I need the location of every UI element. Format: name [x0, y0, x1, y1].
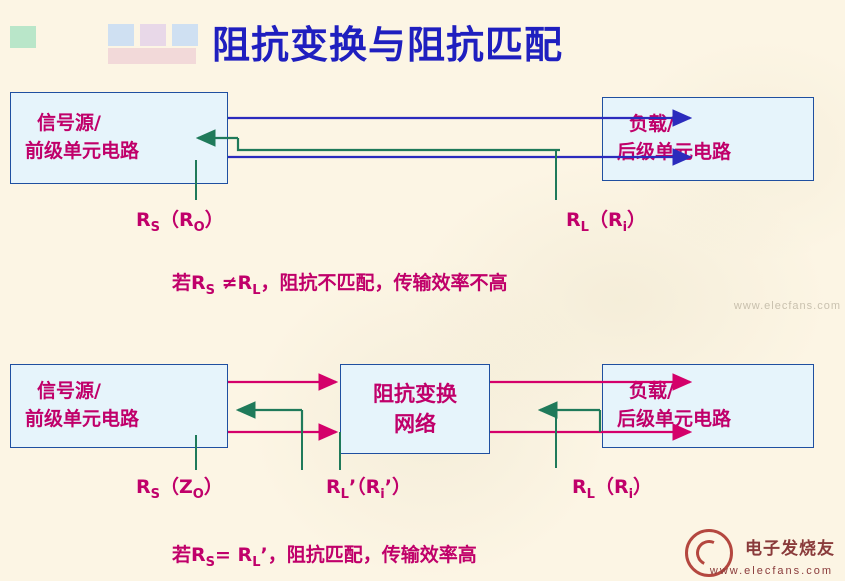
- bottom-load-line2: 后级单元电路: [617, 408, 732, 430]
- top-rs-label: RS（RO）: [136, 205, 224, 235]
- top-rl-label: RL（Ri）: [566, 205, 646, 235]
- bottom-source-box: 信号源/ 前级单元电路: [10, 364, 228, 448]
- top-source-line2: 前级单元电路: [25, 140, 140, 162]
- bottom-rl-paren: （R: [594, 476, 629, 498]
- bottom-rs-main: R: [136, 476, 151, 498]
- bottom-rs-paren: （Z: [160, 476, 193, 498]
- network-line2: 网络: [394, 412, 436, 436]
- bottom-rl-sub: L: [586, 486, 595, 502]
- bottom-caption-mid-sub: L: [252, 554, 261, 570]
- top-caption-mid: ≠R: [215, 272, 253, 294]
- top-caption-pre-sub: S: [205, 282, 216, 298]
- bottom-rl-main: R: [572, 476, 587, 498]
- logo-block-green: [10, 26, 36, 48]
- watermark-brand: 电子发烧友: [745, 539, 835, 559]
- bottom-mid-prime: ’（R: [348, 476, 381, 498]
- top-rl-paren-sub: i: [622, 219, 628, 235]
- logo-block-blue-2: [172, 24, 198, 46]
- top-rs-paren-sub: O: [193, 219, 205, 235]
- impedance-network-box: 阻抗变换 网络: [340, 364, 490, 454]
- bottom-caption-post: ’，阻抗匹配，传输效率高: [260, 544, 477, 566]
- top-rl-close: ）: [627, 209, 647, 231]
- logo-block-blue-1: [108, 24, 134, 46]
- watermark-side-text: www.elecfans.com: [733, 300, 841, 312]
- bottom-mid-close: ’）: [384, 476, 411, 498]
- watermark-logo-icon: [685, 529, 733, 577]
- top-caption: 若RS ≠RL，阻抗不匹配，传输效率不高: [172, 268, 508, 298]
- top-rs-sub: S: [150, 219, 161, 235]
- top-caption-mid-sub: L: [252, 282, 261, 298]
- top-rl-sub: L: [580, 219, 589, 235]
- logo-block-purple: [140, 24, 166, 46]
- bottom-load-line1: 负载/: [629, 380, 674, 403]
- bottom-source-line2: 前级单元电路: [25, 408, 140, 430]
- top-load-box: 负载/ 后级单元电路: [602, 97, 814, 181]
- top-rs-main: R: [136, 209, 151, 231]
- top-load-line2: 后级单元电路: [617, 141, 732, 163]
- bottom-source-line1: 信号源/: [37, 380, 101, 403]
- bottom-load-box: 负载/ 后级单元电路: [602, 364, 814, 448]
- bottom-rl-close: ）: [633, 476, 653, 498]
- bottom-mid-main: R: [326, 476, 341, 498]
- bottom-caption: 若RS= RL’，阻抗匹配，传输效率高: [172, 540, 477, 570]
- top-rl-paren: （R: [588, 209, 623, 231]
- network-line1: 阻抗变换: [373, 381, 457, 406]
- top-load-line1: 负载/: [629, 113, 674, 136]
- top-caption-post: ，阻抗不匹配，传输效率不高: [260, 272, 508, 294]
- bottom-rl-paren-sub: i: [628, 486, 634, 502]
- bottom-rs-sub: S: [150, 486, 161, 502]
- top-source-box: 信号源/ 前级单元电路: [10, 92, 228, 184]
- bottom-rl-label: RL（Ri）: [572, 472, 652, 502]
- bottom-mid-paren-sub: i: [380, 486, 385, 502]
- bottom-caption-mid: = R: [215, 544, 253, 566]
- top-source-line1: 信号源/: [37, 112, 101, 135]
- bottom-caption-pre-sub: S: [205, 554, 216, 570]
- bottom-mid-sub: L: [340, 486, 349, 502]
- top-rl-main: R: [566, 209, 581, 231]
- bottom-mid-label: RL’（Ri’）: [326, 472, 411, 502]
- watermark-url: www.elecfans.com: [709, 565, 833, 577]
- top-rs-paren: （R: [160, 209, 194, 231]
- bottom-rs-close: ）: [203, 476, 223, 498]
- bottom-rs-label: RS（ZO）: [136, 472, 223, 502]
- page-title: 阻抗变换与阻抗匹配: [212, 23, 564, 67]
- bottom-caption-pre: 若R: [172, 544, 206, 566]
- logo-block-pink: [108, 48, 196, 64]
- bottom-rs-paren-sub: O: [192, 486, 204, 502]
- top-rs-close: ）: [204, 209, 224, 231]
- top-caption-pre: 若R: [172, 272, 206, 294]
